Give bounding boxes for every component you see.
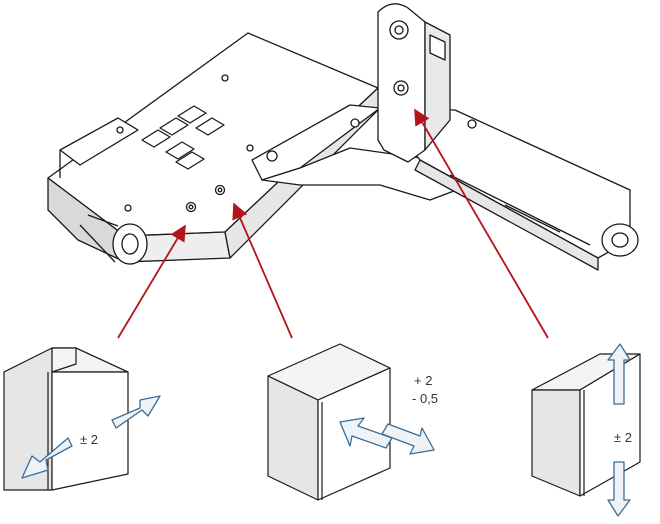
mounting-plate <box>47 32 381 265</box>
direction-arrow-middle <box>339 417 435 455</box>
adjustment-value-middle-minus: - 0,5 <box>412 391 439 406</box>
adjustment-value-middle-plus: + 2 <box>414 373 433 388</box>
pointer-arrow-right <box>414 108 549 339</box>
plate-holes <box>116 74 254 212</box>
direction-arrow-right <box>607 343 631 517</box>
adjust-box-left <box>3 347 161 491</box>
adjustment-value-left: ± 2 <box>80 432 98 447</box>
adjust-box-right <box>531 343 641 517</box>
adjustment-screws <box>185 184 226 213</box>
pointer-arrow-left <box>117 224 186 339</box>
vertical-bracket <box>377 3 451 163</box>
direction-arrow-left <box>21 395 161 479</box>
box-right-face <box>531 389 581 497</box>
pointer-arrows <box>117 108 549 339</box>
pointer-arrow-middle <box>232 202 293 339</box>
plate-slots <box>141 105 225 170</box>
adjust-box-middle <box>267 343 435 501</box>
hinge-illustration <box>47 3 639 271</box>
adjustment-value-right: ± 2 <box>614 430 632 445</box>
